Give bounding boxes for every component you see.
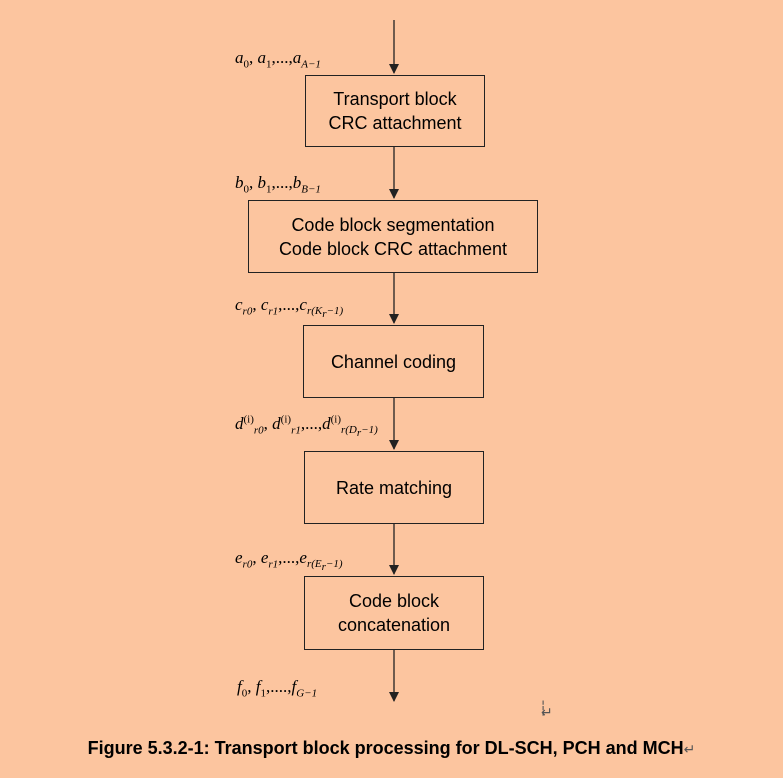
code-block-segmentation-block: Code block segmentation Code block CRC a… [248, 200, 538, 273]
label-d-sequence: d(i)r0, d(i)r1,...,d(i)r(Dr−1) [235, 413, 378, 440]
transport-block-crc-attachment-block: Transport block CRC attachment [305, 75, 485, 147]
text-cursor-icon: ┆ [539, 701, 548, 717]
caption-text: Figure 5.3.2-1: Transport block processi… [87, 738, 684, 758]
code-block-concatenation-block: Code block concatenation [304, 576, 484, 650]
block-line-1: Code block segmentation [291, 214, 495, 235]
paragraph-mark-icon: ↵ [683, 742, 696, 758]
block-line-2: Code block CRC attachment [278, 238, 508, 259]
figure-caption: Figure 5.3.2-1: Transport block processi… [0, 738, 783, 759]
label-c-sequence: cr0, cr1,...,cr(Kr−1) [235, 295, 344, 321]
label-f-sequence: f0, f1,....,fG−1 [237, 677, 318, 700]
label-e-sequence: er0, er1,...,er(Er−1) [235, 548, 343, 574]
channel-coding-block: Channel coding [303, 325, 484, 398]
block-line-1: Rate matching [335, 477, 453, 498]
rate-matching-block: Rate matching [304, 451, 484, 524]
paragraph-mark-icon: ↵ [541, 705, 553, 721]
block-line-1: Transport block [333, 89, 457, 109]
block-line-2: CRC attachment [328, 113, 462, 133]
label-b-sequence: b0, b1,...,bB−1 [235, 173, 321, 196]
block-line-2: concatenation [337, 615, 451, 635]
label-a-sequence: a0, a1,...,aA−1 [235, 48, 321, 71]
block-line-1: Code block [348, 591, 440, 611]
block-line-1: Channel coding [330, 351, 457, 372]
